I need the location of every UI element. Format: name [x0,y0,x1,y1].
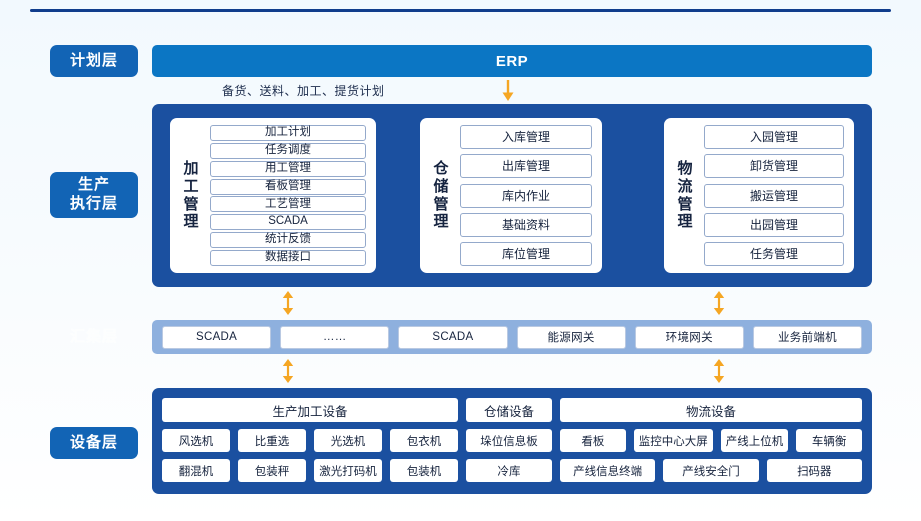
aggregation-item[interactable]: …… [280,325,390,349]
equipment-production-row1: 风选机 比重选 光选机 包衣机 [162,429,458,452]
equipment-group-logistics-header: 物流设备 [560,398,862,422]
module-item[interactable]: 用工管理 [210,160,366,177]
equipment-cell[interactable]: 包装机 [390,459,458,482]
layer-label-aggregation: 汇集层 [50,321,138,353]
aggregation-item[interactable]: 业务前端机 [752,325,863,349]
equipment-cell[interactable]: 包装秤 [238,459,306,482]
module-item[interactable]: 出园管理 [704,212,844,237]
layer-label-execution-line2: 执行层 [69,195,118,212]
module-item[interactable]: 卸货管理 [704,154,844,179]
equipment-cell[interactable]: 光选机 [314,429,382,452]
equipment-cell[interactable]: 产线信息终端 [560,459,656,482]
erp-title: ERP [495,52,529,70]
equipment-cell[interactable]: 产线上位机 [720,429,789,452]
module-warehouse-title: 仓储管理 [433,160,449,231]
module-warehouse-items: 入库管理 出库管理 库内作业 基础资料 库位管理 [460,125,592,266]
module-item[interactable]: 基础资料 [460,212,592,237]
module-item[interactable]: SCADA [210,214,366,231]
module-item[interactable]: 数据接口 [210,249,366,266]
equipment-warehouse-row1: 垛位信息板 [466,429,552,452]
module-processing-management: 加工管理 加工计划 任务调度 用工管理 看板管理 工艺管理 SCADA 统计反馈… [170,118,376,273]
double-vertical-arrow-icon [713,291,725,315]
double-vertical-arrow-icon [282,359,294,383]
module-processing-items: 加工计划 任务调度 用工管理 看板管理 工艺管理 SCADA 统计反馈 数据接口 [210,125,366,266]
equipment-cell[interactable]: 看板 [560,429,626,452]
module-processing-title: 加工管理 [183,160,199,231]
equipment-cell[interactable]: 比重选 [238,429,306,452]
module-item[interactable]: 入库管理 [460,125,592,149]
equipment-cell[interactable]: 翻混机 [162,459,230,482]
equipment-cell[interactable]: 垛位信息板 [466,429,552,452]
equipment-row-1: 风选机 比重选 光选机 包衣机 垛位信息板 看板 监控中心大屏 产线上位机 车辆… [162,429,862,452]
module-item[interactable]: 加工计划 [210,125,366,141]
aggregation-item[interactable]: SCADA [398,325,508,349]
execution-layer-panel: 加工管理 加工计划 任务调度 用工管理 看板管理 工艺管理 SCADA 统计反馈… [152,104,872,287]
module-item[interactable]: 任务调度 [210,142,366,159]
layer-label-execution-line1: 生产 [77,176,110,194]
equipment-cell[interactable]: 扫码器 [766,459,862,482]
equipment-group-header: 物流设备 [560,398,862,422]
module-item[interactable]: 入园管理 [704,125,844,149]
down-arrow-icon [502,80,514,101]
equipment-cell[interactable]: 车辆衡 [796,429,862,452]
equipment-group-header: 生产加工设备 [162,398,458,422]
module-item[interactable]: 库位管理 [460,242,592,266]
equipment-cell[interactable]: 产线安全门 [663,459,759,482]
equipment-row-2: 翻混机 包装秤 激光打码机 包装机 冷库 产线信息终端 产线安全门 扫码器 [162,459,862,482]
equipment-cell[interactable]: 冷库 [466,459,552,482]
module-item[interactable]: 出库管理 [460,154,592,179]
equipment-layer-panel: 生产加工设备 仓储设备 物流设备 风选机 比重选 光选机 包衣机 垛位信息板 看… [152,388,872,494]
aggregation-layer-bar: SCADA …… SCADA 能源网关 环境网关 业务前端机 [152,320,872,354]
equipment-cell[interactable]: 包衣机 [390,429,458,452]
module-logistics-items: 入园管理 卸货管理 搬运管理 出园管理 任务管理 [704,125,844,266]
equipment-production-row2: 翻混机 包装秤 激光打码机 包装机 [162,459,458,482]
erp-bar: ERP [152,45,872,77]
module-logistics-management: 物流管理 入园管理 卸货管理 搬运管理 出园管理 任务管理 [664,118,854,273]
module-warehouse-management: 仓储管理 入库管理 出库管理 库内作业 基础资料 库位管理 [420,118,602,273]
equipment-group-production-header: 生产加工设备 [162,398,458,422]
layer-label-execution: 生产 执行层 [50,172,138,218]
equipment-logistics-row2: 产线信息终端 产线安全门 扫码器 [560,459,862,482]
module-item[interactable]: 看板管理 [210,178,366,195]
equipment-cell[interactable]: 监控中心大屏 [633,429,713,452]
layer-label-equipment-text: 设备层 [69,433,118,451]
equipment-warehouse-row2: 冷库 [466,459,552,482]
module-item[interactable]: 任务管理 [704,242,844,266]
aggregation-item[interactable]: SCADA [162,325,272,349]
module-item[interactable]: 库内作业 [460,183,592,208]
layer-label-plan: 计划层 [50,45,138,77]
equipment-cell[interactable]: 激光打码机 [314,459,382,482]
aggregation-item[interactable]: 能源网关 [516,325,626,349]
aggregation-item[interactable]: 环境网关 [634,325,744,349]
layer-label-aggregation-text: 汇集层 [69,327,118,345]
equipment-logistics-row1: 看板 监控中心大屏 产线上位机 车辆衡 [560,429,862,452]
header-divider [30,9,891,12]
double-vertical-arrow-icon [282,291,294,315]
layer-label-equipment: 设备层 [50,427,138,459]
equipment-group-warehouse-header: 仓储设备 [466,398,552,422]
equipment-header-row: 生产加工设备 仓储设备 物流设备 [162,398,862,422]
module-logistics-title: 物流管理 [677,160,693,231]
equipment-cell[interactable]: 风选机 [162,429,230,452]
module-item[interactable]: 统计反馈 [210,232,366,249]
layer-label-plan-text: 计划层 [69,51,118,69]
module-item[interactable]: 搬运管理 [704,183,844,208]
equipment-group-header: 仓储设备 [466,398,552,422]
erp-caption: 备货、送料、加工、提货计划 [222,84,385,98]
module-item[interactable]: 工艺管理 [210,196,366,213]
double-vertical-arrow-icon [713,359,725,383]
